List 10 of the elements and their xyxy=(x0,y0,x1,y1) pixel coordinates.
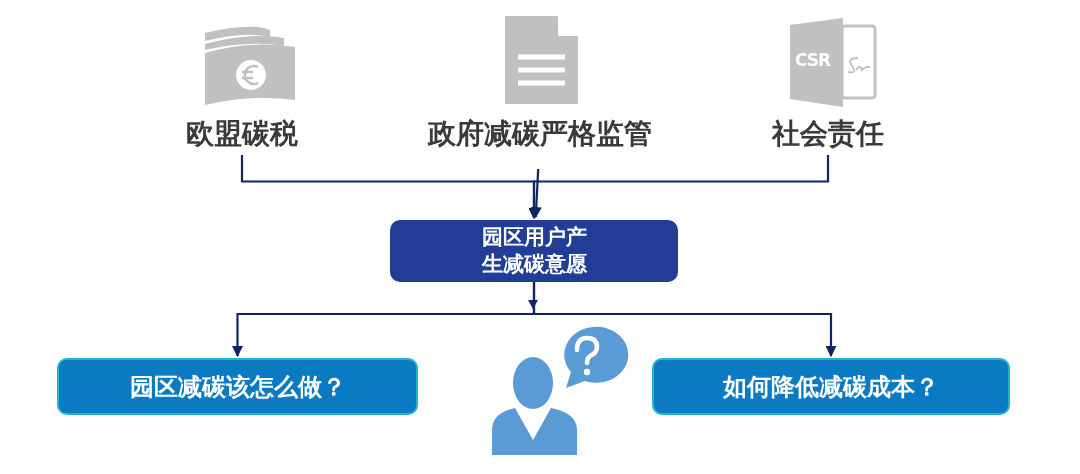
process-box: 园区用户产生减碳意愿 xyxy=(390,220,678,282)
arrow xyxy=(530,168,542,219)
arrow xyxy=(532,282,837,358)
factor-label: 社会责任 xyxy=(758,113,898,155)
question-box: 如何降低减碳成本？ xyxy=(652,358,1010,415)
question-box: 园区减碳该怎么做？ xyxy=(57,358,418,415)
icon-label: CSR xyxy=(795,50,831,70)
factor-label: 政府减碳严格监管 xyxy=(410,113,670,155)
factor-label: 欧盟碳税 xyxy=(172,113,312,155)
arrow xyxy=(528,155,830,220)
